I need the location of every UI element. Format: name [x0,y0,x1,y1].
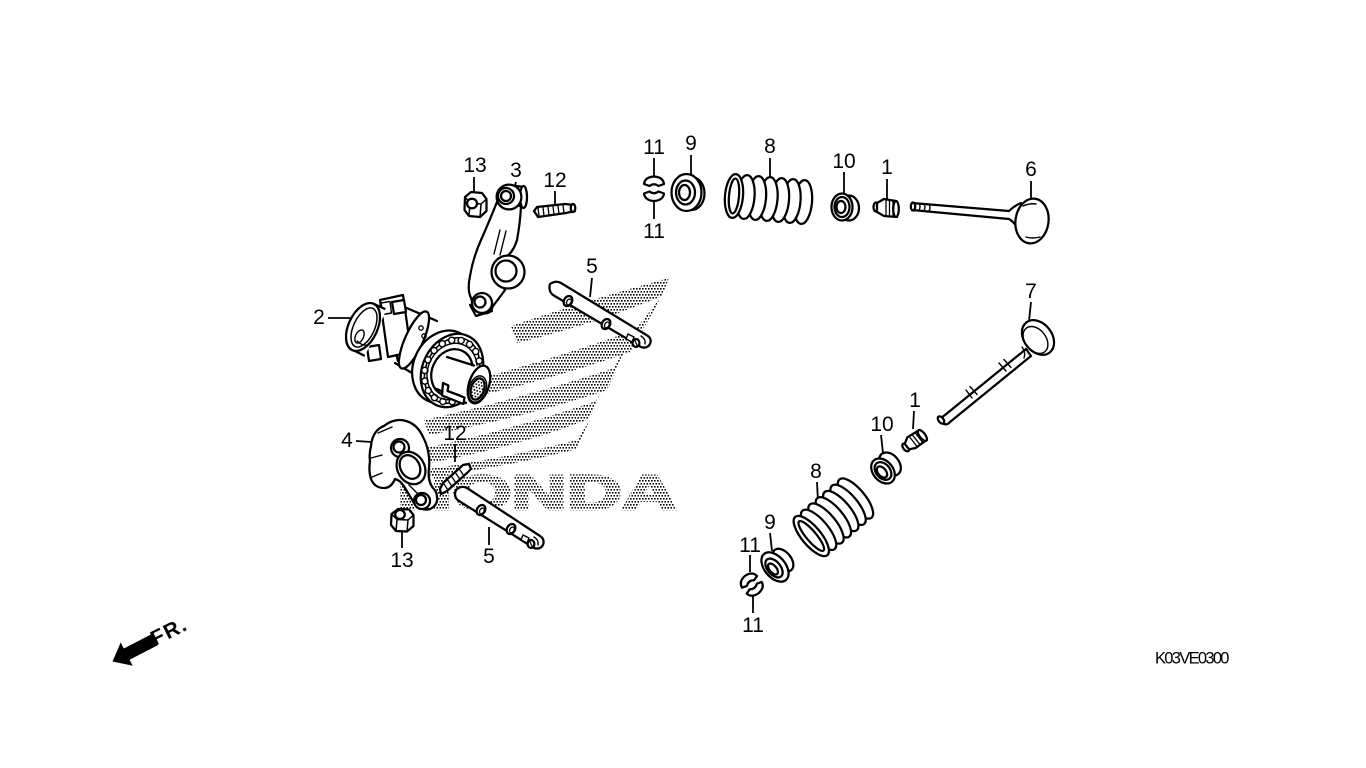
svg-text:3: 3 [510,159,522,182]
svg-text:9: 9 [685,132,697,155]
svg-text:11: 11 [742,614,764,637]
svg-text:HONDA: HONDA [397,467,677,520]
svg-text:12: 12 [443,422,466,445]
svg-text:1: 1 [909,389,921,412]
svg-text:13: 13 [390,549,413,572]
svg-text:5: 5 [483,545,495,568]
svg-text:8: 8 [810,460,822,483]
svg-text:4: 4 [341,429,353,452]
svg-text:11: 11 [643,220,665,243]
svg-text:13: 13 [463,154,486,177]
svg-text:9: 9 [764,511,776,534]
svg-text:FR.: FR. [147,613,192,651]
svg-text:K03VE0300: K03VE0300 [1155,650,1229,668]
svg-text:1: 1 [881,156,893,179]
svg-text:8: 8 [764,135,776,158]
svg-text:11: 11 [739,534,761,557]
svg-text:11: 11 [643,136,665,159]
svg-text:2: 2 [313,306,325,329]
svg-text:10: 10 [870,413,893,436]
svg-text:12: 12 [543,169,566,192]
svg-text:5: 5 [586,255,598,278]
svg-text:7: 7 [1025,280,1037,303]
svg-text:6: 6 [1025,158,1037,181]
svg-text:10: 10 [832,150,855,173]
